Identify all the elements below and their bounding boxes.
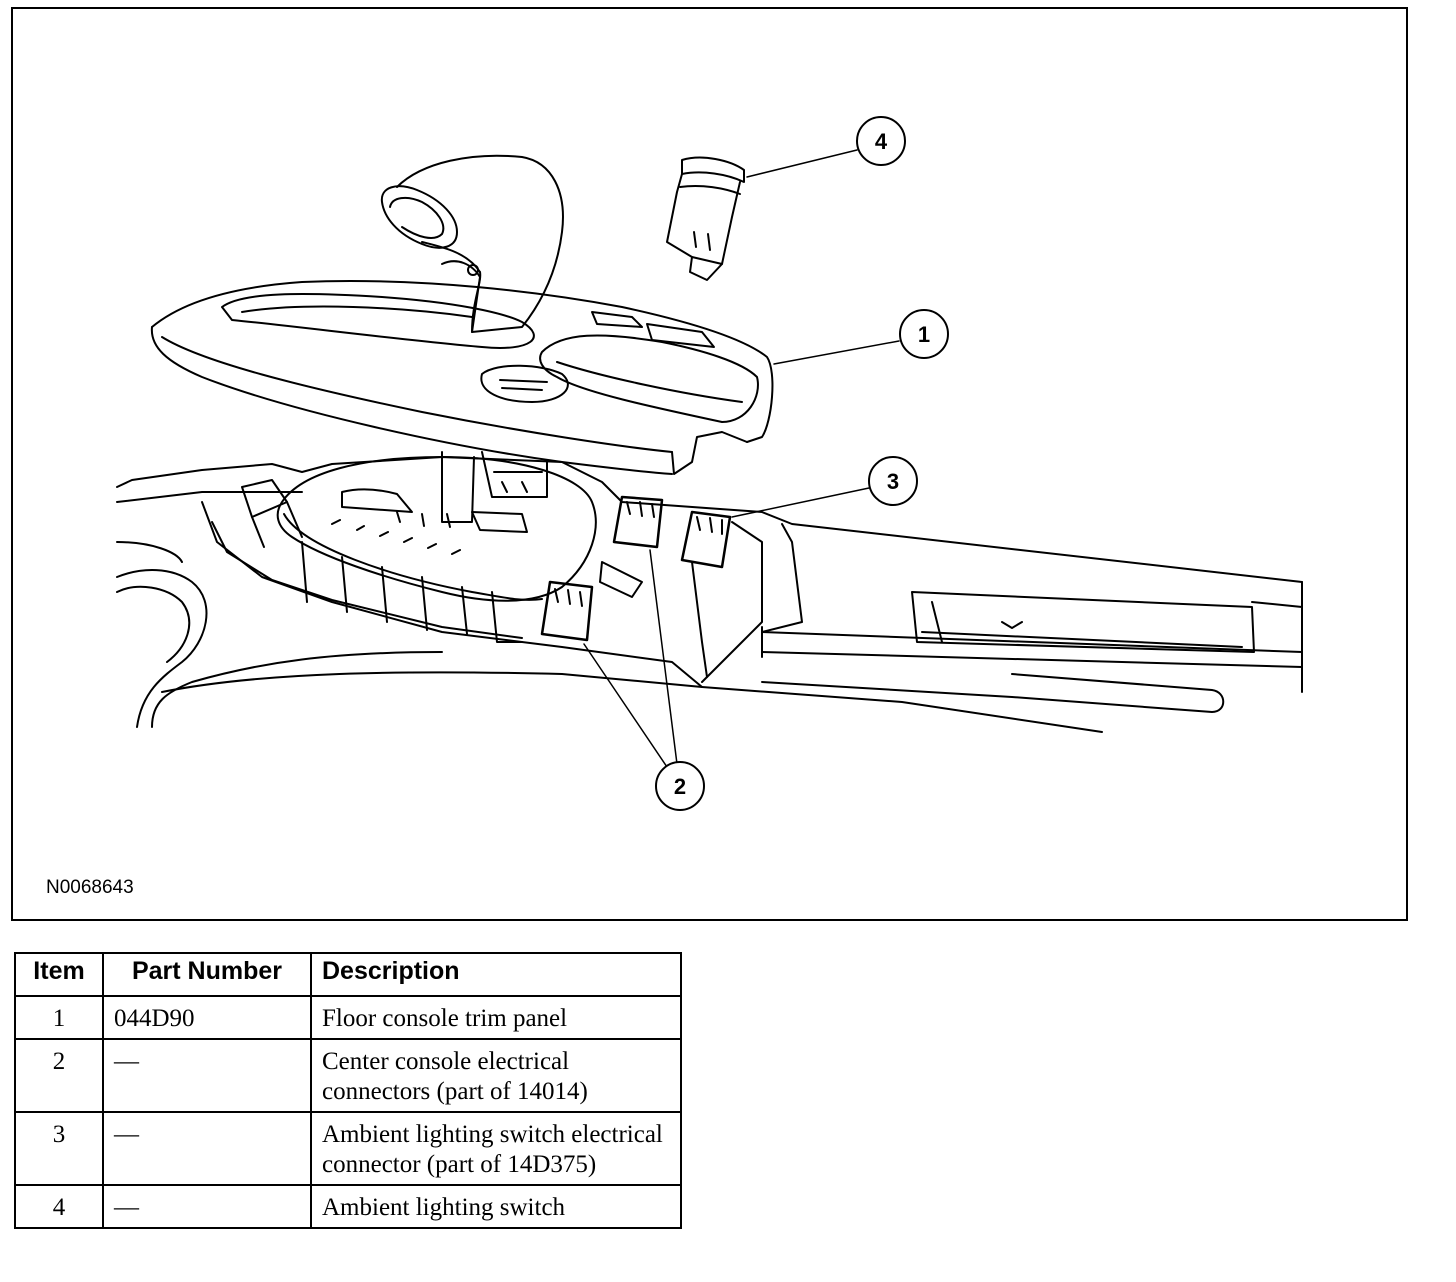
table-row: 2 — Center console electrical connectors… (14, 1038, 682, 1113)
callout-4-label: 4 (875, 129, 888, 154)
callout-3: 3 (868, 456, 918, 506)
shifter-stalk (441, 451, 548, 523)
electrical-connectors (540, 495, 732, 642)
part-number-cell: — (102, 1038, 312, 1113)
part-number-cell: — (102, 1111, 312, 1186)
exploded-view-figure: 4 1 3 2 N0068643 (11, 7, 1408, 921)
description-cell: Ambient lighting switch (310, 1184, 682, 1229)
shifter-bezel (276, 456, 597, 602)
parts-table: Item Part Number Description 1 044D90 Fl… (14, 952, 682, 1229)
table-row: 3 — Ambient lighting switch electrical c… (14, 1111, 682, 1186)
callout-2: 2 (655, 761, 705, 811)
center-console-base (116, 456, 1303, 733)
column-header-item: Item (14, 952, 104, 997)
callout-1: 1 (899, 309, 949, 359)
callout-3-label: 3 (887, 469, 899, 494)
column-header-part-number: Part Number (102, 952, 312, 997)
item-cell: 1 (14, 995, 104, 1040)
description-cell: Center console electrical connectors (pa… (310, 1038, 682, 1113)
callout-4: 4 (856, 116, 906, 166)
table-row: 4 — Ambient lighting switch (14, 1184, 682, 1229)
item-cell: 4 (14, 1184, 104, 1229)
leader-lines (583, 149, 900, 768)
console-illustration: 4 1 3 2 (116, 116, 1303, 811)
floor-console-trim-panel (150, 280, 774, 475)
table-row: 1 044D90 Floor console trim panel (14, 995, 682, 1040)
part-number-cell: 044D90 (102, 995, 312, 1040)
description-cell: Ambient lighting switch electrical conne… (310, 1111, 682, 1186)
callout-1-label: 1 (918, 322, 930, 347)
description-cell: Floor console trim panel (310, 995, 682, 1040)
item-cell: 2 (14, 1038, 104, 1113)
ambient-lighting-switch (666, 156, 745, 281)
table-header-row: Item Part Number Description (14, 952, 682, 997)
item-cell: 3 (14, 1111, 104, 1186)
column-header-description: Description (310, 952, 682, 997)
gear-shift-knob (380, 154, 564, 333)
figure-id-label: N0068643 (46, 877, 134, 898)
callout-2-label: 2 (674, 774, 686, 799)
part-number-cell: — (102, 1184, 312, 1229)
